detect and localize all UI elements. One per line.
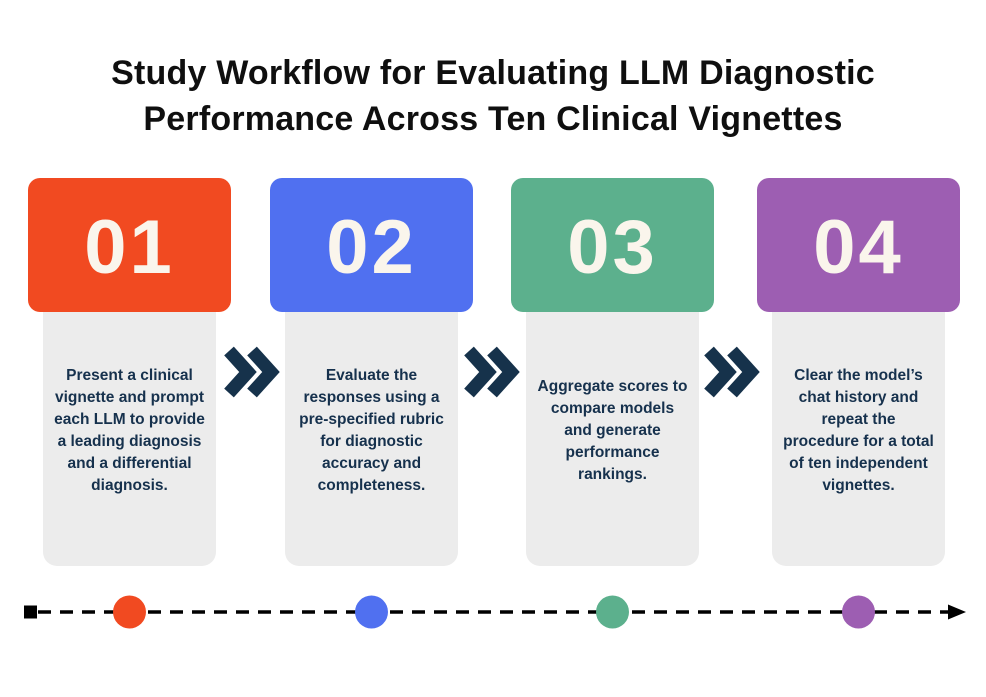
title-line-1: Study Workflow for Evaluating LLM Diagno…	[111, 54, 875, 92]
timeline-start-square-icon	[24, 605, 37, 619]
step-2-number-card: 02	[270, 178, 473, 312]
title-line-2: Performance Across Ten Clinical Vignette…	[143, 100, 843, 138]
step-2-description: Evaluate the responses using a pre-speci…	[299, 367, 444, 494]
double-chevron-right-icon	[224, 346, 280, 398]
step-4-number: 04	[813, 205, 904, 290]
step-4-description-card: Clear the model’s chat history and repea…	[772, 296, 945, 566]
step-1-description: Present a clinical vignette and prompt e…	[54, 367, 205, 494]
step-4: Clear the model’s chat history and repea…	[757, 178, 960, 566]
step-1: Present a clinical vignette and prompt e…	[28, 178, 231, 566]
step-1-number-card: 01	[28, 178, 231, 312]
step-2-number: 02	[326, 205, 417, 290]
progress-timeline	[24, 595, 966, 629]
step-2: Evaluate the responses using a pre-speci…	[270, 178, 473, 566]
step-2-description-card: Evaluate the responses using a pre-speci…	[285, 296, 458, 566]
step-4-description: Clear the model’s chat history and repea…	[783, 367, 934, 494]
timeline-dot-step-4	[842, 595, 875, 629]
double-chevron-right-icon	[464, 346, 520, 398]
step-4-number-card: 04	[757, 178, 960, 312]
timeline-arrowhead-icon	[948, 604, 966, 620]
step-3: Aggregate scores to compare models and g…	[511, 178, 714, 566]
timeline-dot-step-1	[113, 595, 146, 629]
timeline-dot-step-3	[596, 595, 629, 629]
page-title: Study Workflow for Evaluating LLM Diagno…	[0, 50, 986, 142]
double-chevron-right-icon	[704, 346, 760, 398]
step-3-number-card: 03	[511, 178, 714, 312]
step-1-description-card: Present a clinical vignette and prompt e…	[43, 296, 216, 566]
step-3-description: Aggregate scores to compare models and g…	[537, 378, 688, 483]
step-3-number: 03	[567, 205, 658, 290]
step-3-description-card: Aggregate scores to compare models and g…	[526, 296, 699, 566]
step-1-number: 01	[84, 205, 175, 290]
timeline-dot-step-2	[355, 595, 388, 629]
